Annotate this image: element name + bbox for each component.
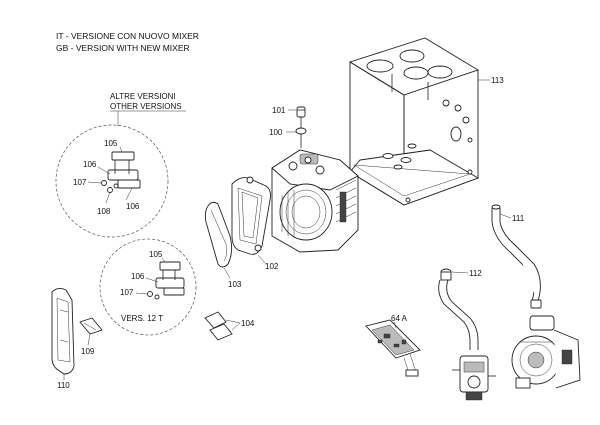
label-109: 109 <box>81 347 95 356</box>
leader-104b <box>231 322 241 331</box>
leader-111 <box>499 213 512 219</box>
part-101 <box>296 106 306 118</box>
circuit-board-64a <box>365 319 421 377</box>
header-line-gb: GB - VERSION WITH NEW MIXER <box>56 43 190 53</box>
vers-12t-callout: VERS. 12 T <box>99 238 197 336</box>
gasket-103 <box>204 201 233 268</box>
pipe-111 <box>491 204 542 309</box>
igniter-assembly-lower <box>147 261 185 300</box>
label-105b: 105 <box>149 250 163 259</box>
leader-106c <box>145 277 159 283</box>
label-64a: 64 A <box>391 314 408 323</box>
label-100: 100 <box>269 128 283 137</box>
header-line-it: IT - VERSIONE CON NUOVO MIXER <box>56 31 199 41</box>
label-111: 111 <box>512 214 525 223</box>
part-109 <box>79 317 103 335</box>
leader-107b <box>135 292 148 295</box>
leader-64a <box>393 321 397 329</box>
pump-mixer <box>511 315 581 389</box>
frame-113 <box>348 37 480 206</box>
leader-102 <box>257 254 267 265</box>
label-104: 104 <box>241 319 255 328</box>
igniter-assembly-upper <box>101 151 141 193</box>
part-100 <box>295 117 307 148</box>
label-102: 102 <box>265 262 279 271</box>
heat-exchanger <box>271 149 359 253</box>
label-108: 108 <box>97 207 111 216</box>
label-107a: 107 <box>73 178 87 187</box>
label-106c: 106 <box>131 272 145 281</box>
leader-104a <box>225 319 241 324</box>
gas-valve <box>452 355 496 401</box>
panel-110 <box>51 287 75 375</box>
label-106a: 106 <box>83 160 97 169</box>
label-103: 103 <box>228 280 242 289</box>
leader-105a <box>119 146 123 153</box>
part-104 <box>204 311 233 341</box>
label-113: 113 <box>491 76 504 85</box>
leader-112 <box>451 271 469 274</box>
leader-107a <box>87 181 102 184</box>
door-102 <box>231 176 271 255</box>
leader-106a <box>97 166 111 175</box>
leader-108 <box>105 191 111 204</box>
other-versions-it: ALTRE VERSIONI <box>110 92 176 101</box>
other-versions-gb: OTHER VERSIONS <box>110 102 182 111</box>
label-105a: 105 <box>104 139 118 148</box>
other-versions-callout: ALTRE VERSIONI OTHER VERSIONS <box>55 92 186 238</box>
leader-106b <box>125 187 133 201</box>
leader-109 <box>87 333 91 346</box>
label-112: 112 <box>469 269 482 278</box>
label-110: 110 <box>57 381 70 390</box>
leader-103 <box>223 267 231 279</box>
label-101: 101 <box>272 106 286 115</box>
label-107b: 107 <box>120 288 134 297</box>
vers-12t-label: VERS. 12 T <box>121 314 163 323</box>
pipe-112 <box>438 268 479 350</box>
label-106b: 106 <box>126 202 140 211</box>
leader-105b <box>161 257 166 263</box>
